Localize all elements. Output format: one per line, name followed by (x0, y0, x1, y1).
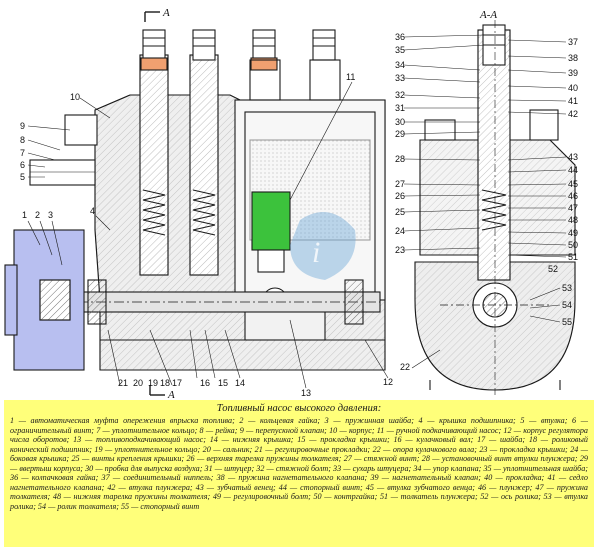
callout-24: 24 (395, 226, 405, 236)
callout-53: 53 (562, 283, 572, 293)
callout-15: 15 (218, 378, 228, 388)
section-view-title: А-А (479, 9, 497, 21)
callout-13: 13 (301, 388, 311, 398)
callout-18: 18 (160, 378, 170, 388)
callout-42: 42 (568, 109, 578, 119)
callout-21: 21 (118, 378, 128, 388)
callout-41: 41 (568, 96, 578, 106)
plunger-sections (139, 29, 341, 276)
highlight-hand-primer (251, 191, 291, 251)
watermark-logo: i (290, 212, 356, 280)
cross-section (414, 20, 576, 395)
svg-text:i: i (312, 236, 320, 269)
callout-35: 35 (395, 45, 405, 55)
longitudinal-section (29, 11, 386, 396)
callout-50: 50 (568, 240, 578, 250)
callout-8: 8 (20, 135, 25, 145)
callout-47: 47 (568, 203, 578, 213)
callout-45: 45 (568, 179, 578, 189)
legend-box: Топливный насос высокого давления: 1 — а… (4, 400, 594, 547)
callout-40: 40 (568, 83, 578, 93)
callout-29: 29 (395, 129, 405, 139)
callout-43: 43 (568, 152, 578, 162)
section-marker-bottom: А (167, 389, 175, 400)
callout-23: 23 (395, 245, 405, 255)
highlight-nut-1 (140, 57, 168, 71)
callout-46: 46 (568, 191, 578, 201)
callout-49: 49 (568, 228, 578, 238)
section-marker-top: А (162, 7, 170, 19)
callout-9: 9 (20, 121, 25, 131)
callout-6: 6 (20, 160, 25, 170)
callout-7: 7 (20, 148, 25, 158)
callout-17: 17 (172, 378, 182, 388)
callout-28: 28 (395, 154, 405, 164)
leader-lines (27, 34, 567, 389)
callout-44: 44 (568, 165, 578, 175)
callout-22: 22 (400, 362, 410, 372)
callout-36: 36 (395, 32, 405, 42)
callout-34: 34 (395, 60, 405, 70)
callout-16: 16 (200, 378, 210, 388)
callout-5: 5 (20, 172, 25, 182)
legend-text: 1 — автоматическая муфта опережения впры… (10, 416, 588, 511)
callout-4: 4 (90, 206, 95, 216)
callout-51: 51 (568, 252, 578, 262)
callout-10: 10 (70, 92, 80, 102)
callout-54: 54 (562, 300, 572, 310)
callout-52: 52 (548, 264, 558, 274)
advance-coupling (4, 229, 85, 371)
callout-labels: А А А-А 1 2 3 4 5 6 7 8 9 10 11 12 13 14… (20, 7, 578, 400)
callout-37: 37 (568, 37, 578, 47)
highlight-nut-2 (250, 57, 278, 71)
callout-12: 12 (383, 377, 393, 387)
callout-33: 33 (395, 73, 405, 83)
callout-19: 19 (148, 378, 158, 388)
callout-55: 55 (562, 317, 572, 327)
callout-2: 2 (35, 210, 40, 220)
callout-27: 27 (395, 179, 405, 189)
callout-48: 48 (568, 215, 578, 225)
callout-1: 1 (22, 210, 27, 220)
callout-20: 20 (133, 378, 143, 388)
legend-title: Топливный насос высокого давления: (216, 403, 382, 414)
callout-30: 30 (395, 117, 405, 127)
callout-3: 3 (48, 210, 53, 220)
callout-39: 39 (568, 68, 578, 78)
callout-32: 32 (395, 90, 405, 100)
callout-26: 26 (395, 191, 405, 201)
callout-11: 11 (346, 72, 355, 82)
callout-38: 38 (568, 53, 578, 63)
callout-31: 31 (395, 103, 405, 113)
pump-drawing: i (4, 7, 578, 400)
callout-14: 14 (235, 378, 245, 388)
callout-25: 25 (395, 207, 405, 217)
